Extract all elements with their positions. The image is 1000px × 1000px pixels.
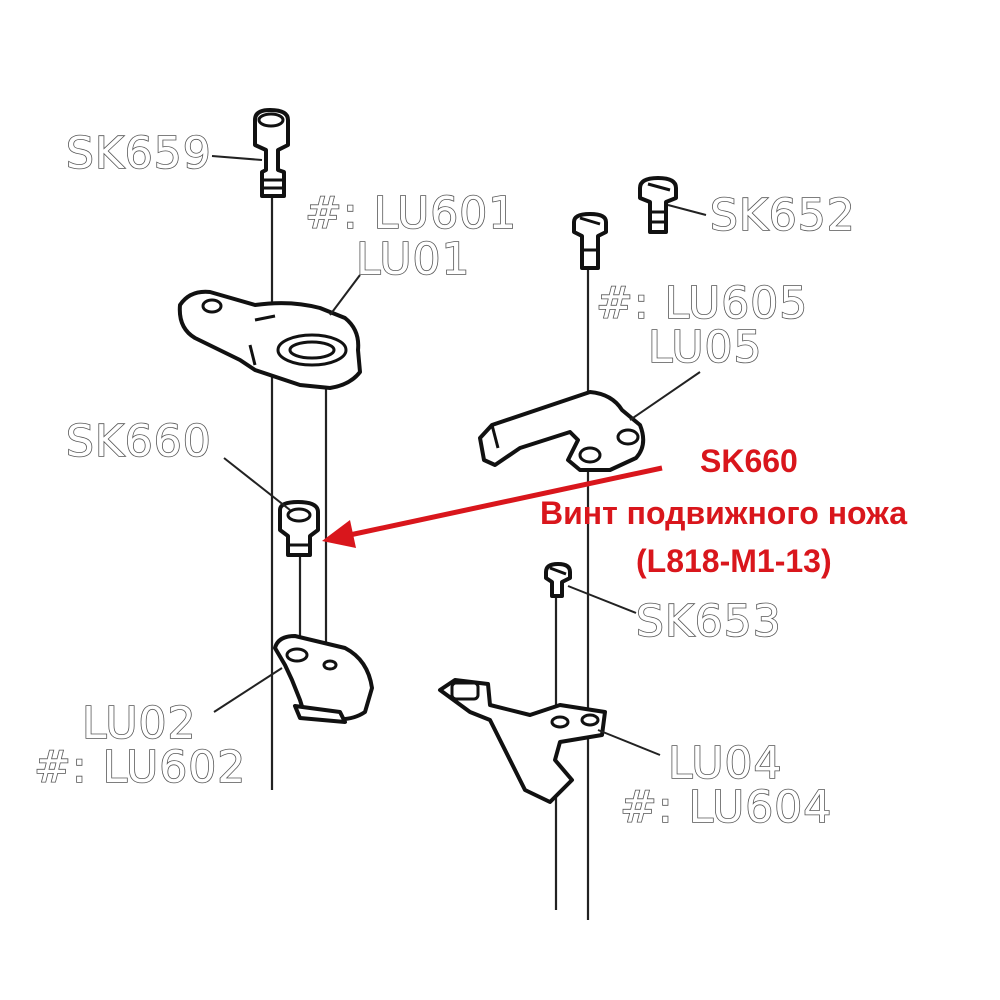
- sk660-screw: [278, 500, 320, 557]
- lu05-blade: [478, 390, 646, 472]
- sk652-screw: [638, 176, 678, 234]
- label-sk660: SK660: [66, 416, 212, 467]
- label-lu04: LU04: [668, 738, 783, 789]
- lu04-part: [438, 678, 607, 804]
- leader-lines: [211, 155, 707, 756]
- label-sk652: SK652: [710, 190, 856, 241]
- sk653-screw: [544, 562, 572, 598]
- label-lu05: LU05: [648, 322, 763, 373]
- label-lu602: #: LU602: [34, 742, 246, 793]
- callout-arrow: [322, 465, 663, 548]
- lu02-part: [273, 634, 374, 724]
- lu01-bracket: [177, 289, 362, 390]
- label-lu601: #: LU601: [305, 188, 517, 239]
- callout-model: (L818-M1-13): [636, 543, 832, 579]
- lu05-screw: [572, 212, 608, 270]
- label-lu604: #: LU604: [620, 782, 832, 833]
- callout-description: Винт подвижного ножа: [540, 495, 907, 531]
- label-sk653: SK653: [636, 596, 782, 647]
- sk659-screw: [253, 108, 290, 198]
- callout-code: SK660: [700, 443, 798, 479]
- label-lu605: #: LU605: [596, 278, 808, 329]
- label-lu02: LU02: [82, 698, 197, 749]
- label-sk659: SK659: [66, 128, 212, 179]
- label-lu01: LU01: [356, 234, 471, 285]
